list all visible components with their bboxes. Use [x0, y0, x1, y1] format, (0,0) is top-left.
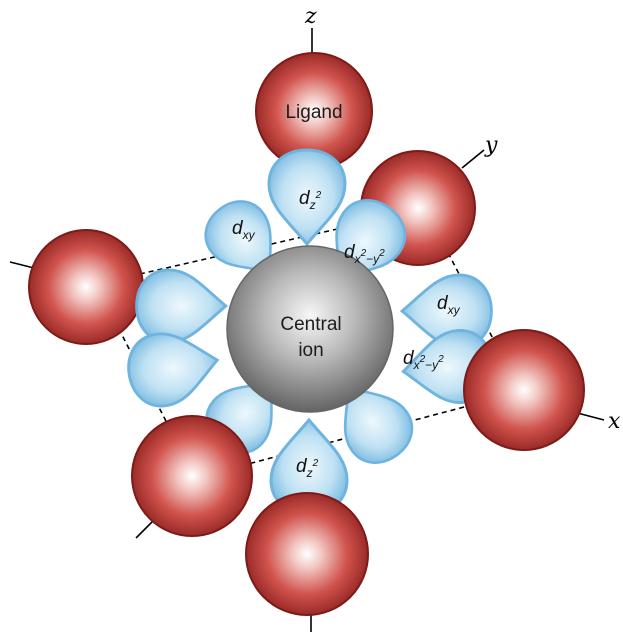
lobe-left-upper — [135, 268, 228, 344]
central-ion — [226, 245, 394, 413]
y-axis-label: y — [484, 133, 498, 158]
orbital-label-dxy-left: dxy — [232, 218, 256, 242]
ligand-label: Ligand — [285, 102, 342, 123]
central-ion-label-line2: ion — [298, 340, 323, 361]
lobe-left-lower — [121, 323, 225, 413]
orbital-label-dx2y2-top: dx2−y2 — [344, 242, 385, 266]
ligand-bottom — [245, 492, 369, 616]
central-ion-label-line1: Central — [280, 314, 341, 335]
orbital-label-dx2y2-right: dx2−y2 — [403, 348, 444, 372]
x-axis-label: x — [608, 409, 621, 434]
orbital-label-dxy-right: dxy — [437, 293, 461, 317]
ligands-front — [131, 329, 585, 616]
orbital-label-dz2-top: dz2 — [299, 188, 322, 212]
ligand-left — [28, 229, 144, 345]
ligand-front-left — [131, 415, 253, 537]
ligand-right — [463, 329, 585, 451]
orbital-label-dz2-bottom: dz2 — [296, 456, 319, 480]
z-axis-label: z — [304, 4, 317, 29]
y-axis-top-line — [461, 149, 485, 169]
